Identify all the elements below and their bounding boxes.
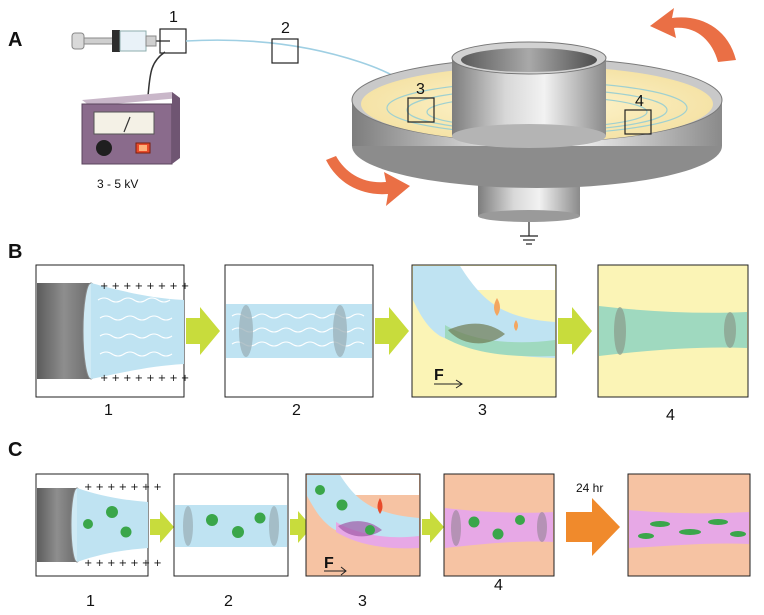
panel-c-label-1: 1 [86, 593, 95, 610]
panel-b-step-3: F [411, 264, 557, 398]
rotating-collector [351, 41, 723, 245]
panel-b-label-2: 2 [292, 402, 301, 419]
step-arrow-b-2 [375, 307, 409, 355]
region-box-2 [271, 38, 299, 64]
panel-b-step-2 [224, 264, 374, 398]
panel-c: C + + + + + + + + + + + + + + 1 2 [8, 439, 751, 610]
panel-c-label-4: 4 [494, 577, 503, 594]
panel-a: A 1 2 3 - 5 kV [8, 8, 736, 245]
step-arrow-c-2 [290, 511, 312, 543]
panel-c-label-2: 2 [224, 593, 233, 610]
panel-c-step-4 [443, 473, 555, 577]
box-label-3: 3 [416, 81, 425, 98]
box-label-4: 4 [635, 93, 644, 110]
panel-b-label-4: 4 [666, 407, 675, 424]
step-arrow-b-1 [186, 307, 220, 355]
svg-text:+ + + + + + +: + + + + + + + [84, 558, 162, 569]
charge-marks-top: + + + + + + + + [100, 281, 189, 292]
panel-c-step-5 [627, 473, 751, 577]
panel-b-step-4 [597, 264, 749, 398]
box-label-1: 1 [169, 9, 178, 26]
rotation-arrow-bottom [326, 156, 410, 206]
panel-c-force-label: F [324, 555, 334, 572]
panel-c-label-3: 3 [358, 593, 367, 610]
step-arrow-c-3 [422, 511, 444, 543]
panel-b-step-1: + + + + + + + + + + + + + + + + [35, 264, 189, 398]
panel-b-label-1: 1 [104, 402, 113, 419]
charge-marks-bottom: + + + + + + + + [100, 373, 189, 384]
hv-wire [147, 51, 166, 97]
step-arrow-c-1 [150, 511, 174, 543]
panel-b-force-label: F [434, 367, 444, 384]
panel-c-step-3: F [305, 473, 421, 577]
panel-b: B + + + + + + + + + + + + + + + + 1 2 [8, 241, 749, 424]
panel-c-step-2 [173, 473, 289, 577]
panel-c-step-1: + + + + + + + + + + + + + + [35, 473, 162, 577]
step-arrow-b-3 [558, 307, 592, 355]
voltage-label: 3 - 5 kV [97, 177, 138, 191]
panel-a-letter: A [8, 29, 22, 51]
region-box-3 [407, 97, 435, 123]
time-label: 24 hr [576, 481, 603, 495]
panel-b-label-3: 3 [478, 402, 487, 419]
svg-text:+ + + + + + +: + + + + + + + [84, 482, 162, 493]
time-arrow [566, 498, 620, 556]
power-supply [81, 92, 180, 165]
panel-c-letter: C [8, 439, 22, 461]
panel-b-letter: B [8, 241, 22, 263]
rotation-arrow-top [650, 8, 736, 62]
syringe [71, 30, 170, 52]
box-label-2: 2 [281, 20, 290, 37]
region-box-4 [624, 109, 652, 135]
